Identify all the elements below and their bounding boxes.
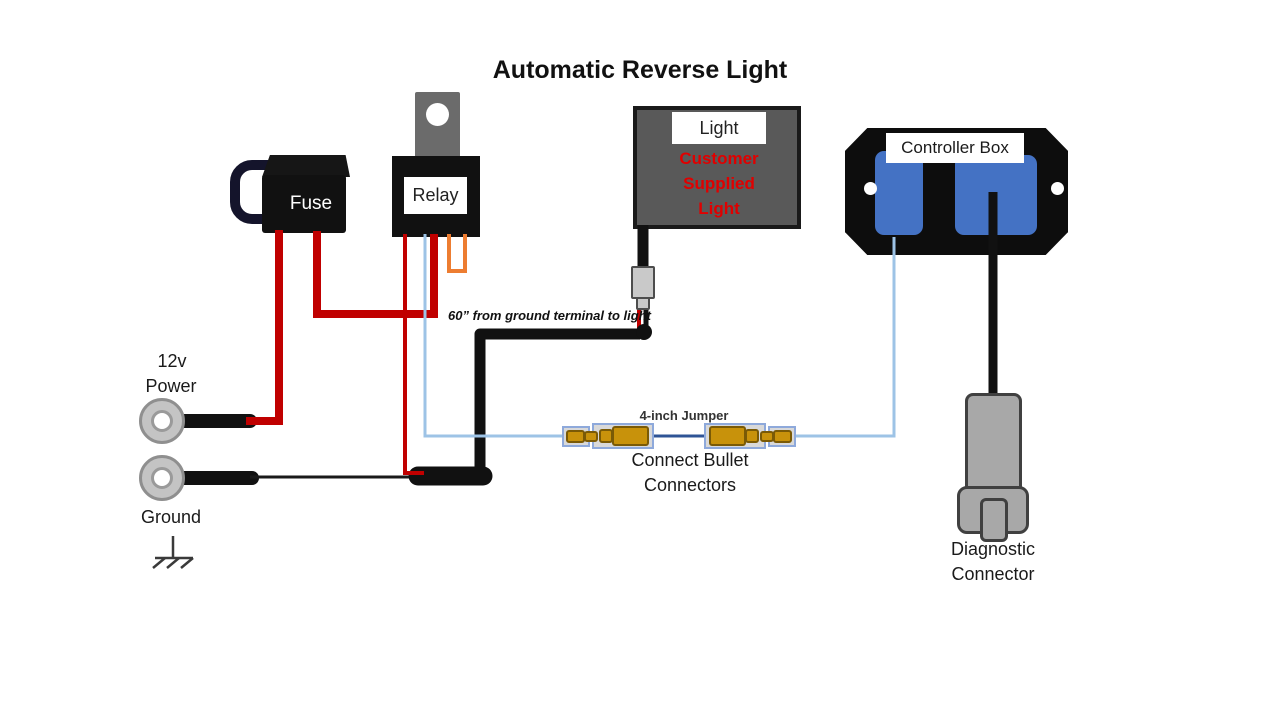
bullet-note-line1: Connect Bullet — [631, 450, 749, 470]
light-note-line1: Customer — [679, 149, 759, 168]
wire-junction-dot — [636, 324, 652, 340]
bullet-connector-gold-left-cap — [566, 430, 585, 443]
bullet-connector-gold-right-pin — [745, 429, 759, 443]
fuse-top-face — [262, 155, 350, 177]
light-inline-connector — [631, 266, 655, 299]
fuse-label: Fuse — [289, 193, 333, 214]
bullet-connector-gold-right-cap — [773, 430, 792, 443]
diagnostic-connector-tab — [980, 498, 1008, 542]
light-note-line3: Light — [698, 199, 740, 218]
wire-length-note: 60” from ground terminal to light — [448, 308, 651, 323]
controller-mounting-hole-right — [1051, 182, 1064, 195]
bullet-note-line2: Connectors — [643, 475, 737, 495]
ground-ring-hole — [151, 467, 173, 489]
diagnostic-label-line1: Diagnostic — [950, 539, 1036, 559]
bullet-connector-gold-right-link — [760, 431, 774, 442]
power-ring-hole — [151, 410, 173, 432]
ground-label: Ground — [140, 507, 202, 527]
controller-left-pad — [875, 151, 923, 235]
wire-relay-to-ground — [403, 234, 424, 475]
bullet-connector-gold-right-body — [709, 426, 746, 446]
controller-mounting-hole-left — [864, 182, 877, 195]
bullet-connector-gold-left-body — [612, 426, 649, 446]
jumper-label: 4-inch Jumper — [639, 408, 729, 423]
wire-trigger-light-blue — [423, 234, 896, 438]
controller-label: Controller Box — [886, 133, 1024, 163]
diagnostic-label-line2: Connector — [951, 564, 1035, 584]
relay-mounting-hole — [426, 103, 449, 126]
diagnostic-connector-body — [965, 393, 1022, 495]
diagram-title: Automatic Reverse Light — [492, 56, 788, 84]
ground-symbol-icon — [152, 536, 194, 569]
power-label-line1: 12v — [157, 351, 187, 371]
wire-fuse-to-relay — [313, 231, 438, 318]
bullet-connector-gold-left-link — [584, 431, 598, 442]
light-note-line2: Supplied — [683, 174, 755, 193]
wire-relay-orange-loop — [447, 234, 467, 273]
power-label-line2: Power — [145, 376, 197, 396]
wire-ground-to-light — [474, 328, 640, 472]
relay-label: Relay — [404, 177, 467, 214]
fuse-component: Fuse — [262, 175, 346, 233]
light-note: Customer Supplied Light — [639, 146, 799, 221]
wire-power-to-fuse — [246, 230, 283, 425]
light-label: Light — [672, 112, 766, 144]
bullet-connector-gold-left-pin — [599, 429, 613, 443]
controller-right-pad — [955, 155, 1037, 235]
